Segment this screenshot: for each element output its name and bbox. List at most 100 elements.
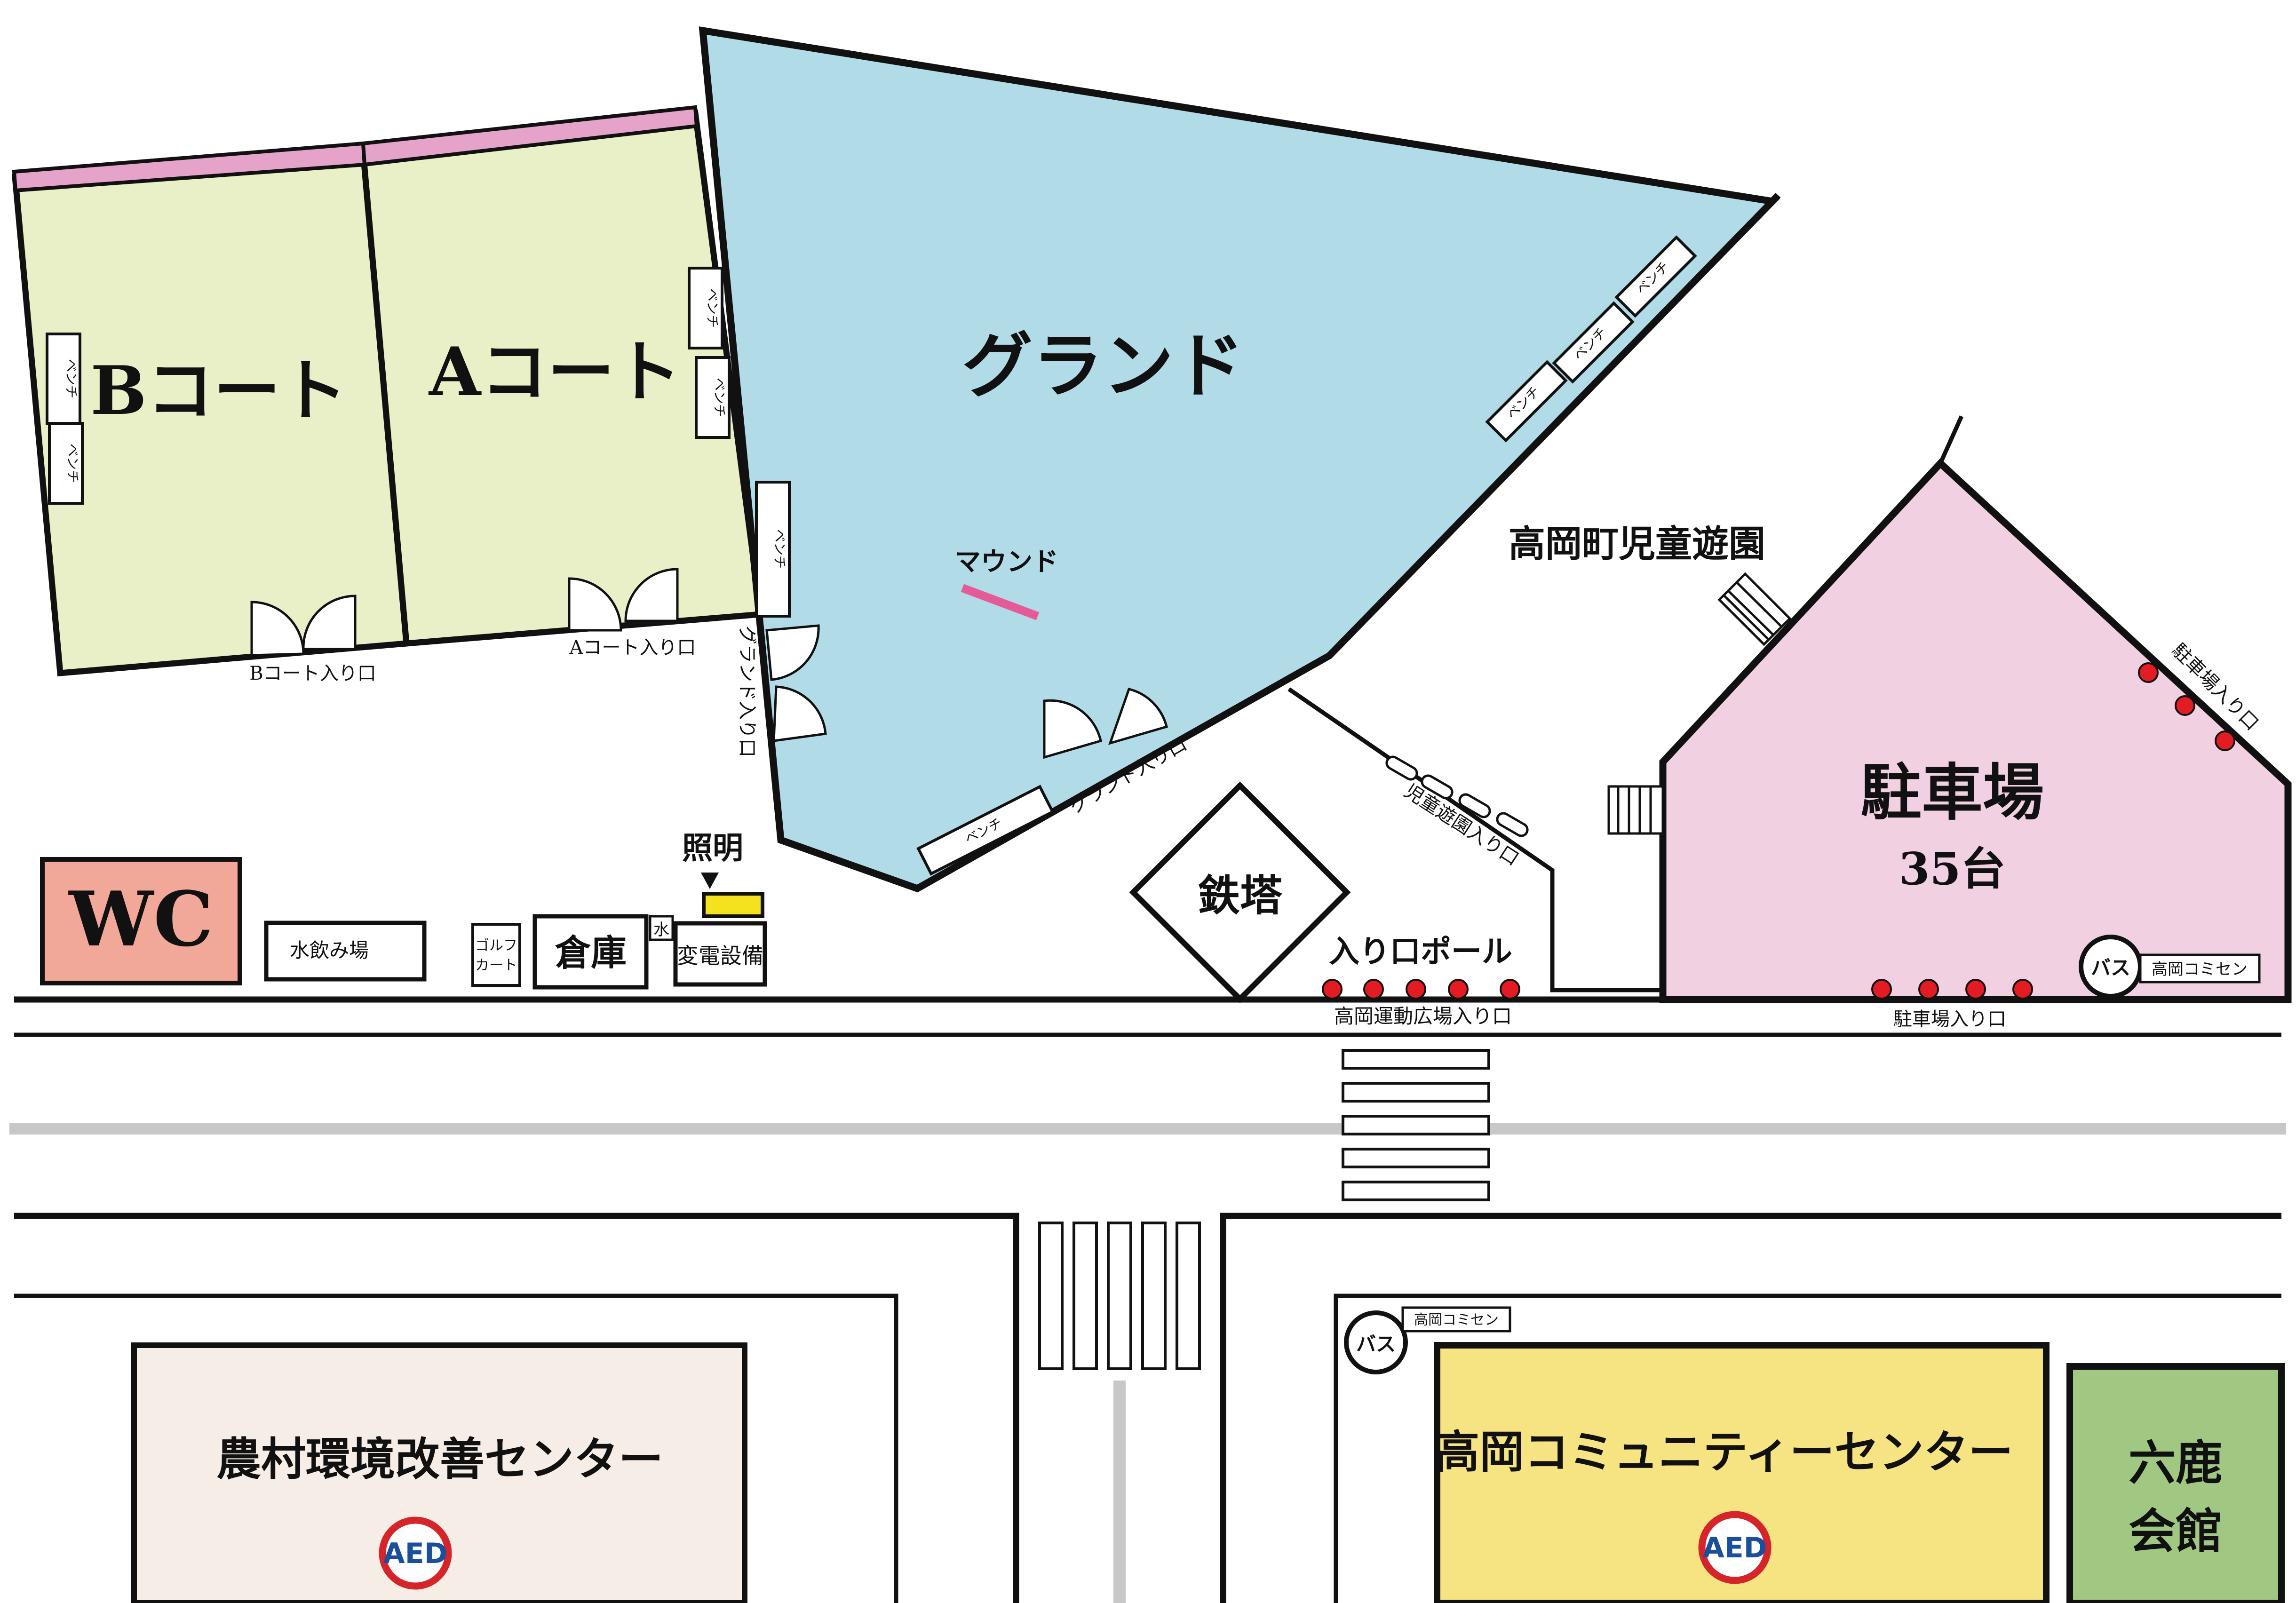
label-grand: グランド: [962, 325, 1244, 407]
bus-stop-sign: [2139, 953, 2261, 984]
crosswalk-north: [1342, 1049, 1490, 1201]
bench: [695, 356, 731, 439]
label-golf-cart-1: ゴルフ: [475, 937, 517, 954]
storage-building[interactable]: [532, 914, 649, 990]
label-wc: WC: [68, 875, 213, 963]
stairs-playground: [1717, 572, 1792, 646]
pole: [1500, 979, 1520, 1000]
bench: [755, 481, 791, 618]
pole: [1363, 979, 1384, 1000]
crosswalk-stripe: [1342, 1148, 1490, 1168]
label-playground: 高岡町児童遊園: [1509, 523, 1765, 565]
bus-stop-sign: [1401, 1306, 1511, 1333]
crosswalk-stripe: [1176, 1222, 1201, 1370]
label-bus-stop-name-2: 高岡コミセン: [1414, 1312, 1499, 1328]
stair-step: [1727, 590, 1774, 636]
pole: [1421, 774, 1454, 800]
label-parking-capacity: 35台: [1899, 843, 2005, 895]
door-swing: [772, 685, 827, 742]
bench-label: ベンチ: [772, 529, 787, 569]
door-swing: [1043, 699, 1102, 759]
parking-area[interactable]: [1659, 458, 2292, 1003]
road-edge-south-west: [14, 1213, 1019, 1603]
label-agri-center: 農村環境改善センター: [216, 1433, 663, 1485]
pole: [1458, 793, 1491, 818]
label-bus-stop-name-1: 高岡コミセン: [2152, 960, 2248, 979]
label-lighting: 照明: [682, 830, 743, 866]
bench: [1552, 301, 1635, 384]
label-bus-2: バス: [1356, 1333, 1396, 1356]
bench: [1614, 235, 1697, 318]
buildings-north: [40, 857, 767, 990]
grand-area[interactable]: [699, 26, 1780, 893]
label-b-court: Bコート: [90, 352, 347, 430]
label-bus-1: バス: [2091, 956, 2130, 979]
water-tap[interactable]: [649, 915, 674, 941]
grand-edge: [1770, 192, 1781, 204]
wc-building[interactable]: [40, 857, 242, 985]
label-parking: 駐車場: [1860, 756, 2044, 828]
labels: Bコート Aコート グランド マウンド 高岡町児童遊園 駐車場 35台 鉄塔 W…: [64, 259, 2263, 1570]
court-pink-strip: [361, 105, 699, 167]
pole: [1322, 979, 1343, 1000]
tower-area[interactable]: [1129, 781, 1351, 1003]
label-parking-entrance-south: 駐車場入り口: [1893, 1008, 2006, 1030]
pole: [2215, 730, 2235, 751]
pole: [1385, 755, 1418, 781]
pole: [1918, 979, 1939, 1000]
label-aed-2: AED: [1702, 1532, 1767, 1564]
aed-ring: [1698, 1511, 1772, 1584]
benches: [46, 235, 1697, 876]
crosswalk-stripe: [1342, 1082, 1490, 1103]
crosswalk-stripe: [1107, 1222, 1132, 1370]
golf-cart-shed[interactable]: [471, 923, 521, 987]
door-swing: [624, 568, 679, 622]
label-substation: 変電設備: [677, 943, 763, 968]
stair-step: [1723, 594, 1770, 641]
entrance-pole-icon: [1322, 662, 2235, 1000]
water-fountain[interactable]: [264, 921, 427, 982]
rokuroku-hall-building[interactable]: [2066, 1363, 2285, 1603]
bench: [46, 333, 81, 425]
parking-ne-line: [1938, 415, 1964, 464]
bus-stop-circle: [1344, 1310, 1408, 1374]
community-center-building[interactable]: [1434, 1342, 2050, 1603]
pole: [2138, 662, 2159, 683]
playground-path: [1287, 687, 1663, 992]
courts: [11, 105, 764, 677]
playground-entrance-poles: [1385, 755, 1529, 837]
sidewalk-west: [14, 1294, 898, 1603]
crosswalk-stripe: [1342, 1049, 1490, 1070]
crosswalk-stripe: [1141, 1222, 1167, 1370]
label-water-fountain: 水飲み場: [290, 939, 369, 962]
crosswalk-stripe: [1342, 1115, 1490, 1135]
bench: [1485, 360, 1568, 443]
pole: [1496, 812, 1529, 837]
label-entrance-poles: 入り口ポール: [1329, 934, 1512, 969]
label-sports-plaza-entrance: 高岡運動広場入り口: [1334, 1005, 1512, 1028]
label-mound: マウンド: [955, 547, 1058, 577]
door-swing: [1108, 688, 1168, 745]
bench-label: ベンチ: [712, 378, 727, 417]
stairs-icon: [1607, 572, 1792, 835]
pole: [1871, 979, 1892, 1000]
door-swing: [765, 624, 820, 681]
label-rokuroku-hall-1: 六鹿: [2129, 1435, 2223, 1491]
label-tower: 鉄塔: [1198, 871, 1283, 921]
door-swing: [302, 595, 357, 651]
agri-center-building[interactable]: [131, 1342, 747, 1603]
pole: [2012, 979, 2033, 1000]
crosswalk-south: [1038, 1222, 1201, 1370]
bench: [916, 785, 1055, 876]
playground-boundary: [1287, 687, 1663, 992]
label-golf-cart-2: カート: [475, 957, 517, 974]
sidewalk-east: [1334, 1294, 2281, 1603]
substation[interactable]: [673, 921, 767, 987]
buildings-south: [131, 1342, 2285, 1603]
stair-step: [1736, 581, 1782, 627]
label-rokuroku-hall-2: 会館: [2129, 1503, 2223, 1559]
label-water: 水: [653, 921, 669, 939]
crosswalk-stripe: [1342, 1181, 1490, 1201]
pole: [1448, 979, 1469, 1000]
aed-icon: [379, 1511, 1772, 1590]
